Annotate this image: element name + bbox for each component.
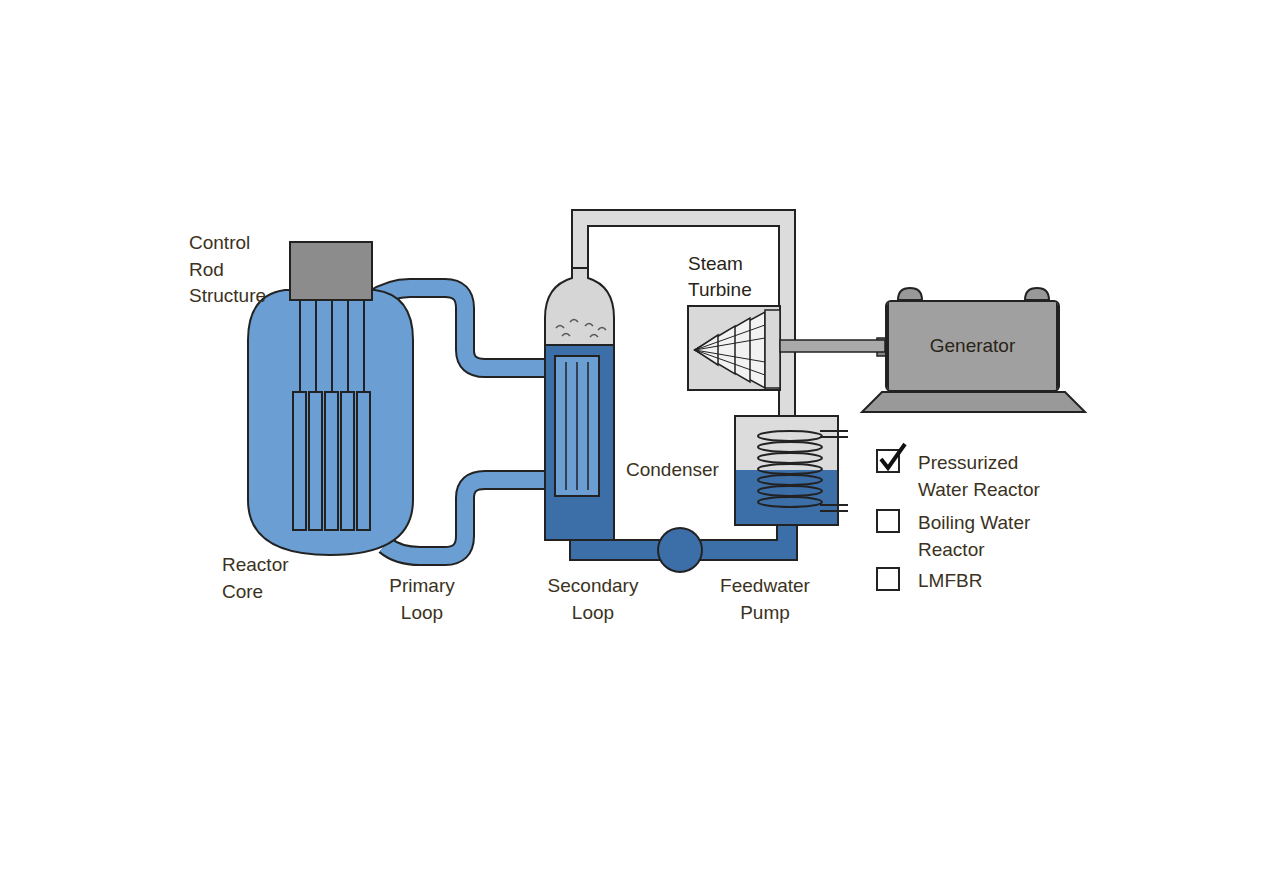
drive-shaft (780, 340, 885, 352)
generator-box: Generator (885, 300, 1060, 392)
loop-label: Secondary Loop (535, 573, 651, 626)
option-label: Pressurized Water Reactor (918, 450, 1053, 503)
generator-name: Generator (930, 333, 1016, 360)
turbine-box: Steam Turbine (688, 306, 780, 390)
part-label: Condenser (626, 457, 719, 484)
part-label: Reactor Core (222, 552, 307, 605)
part-label: Control Rod Structure (189, 230, 284, 310)
part-label: Feedwater Pump (700, 573, 830, 626)
option-label: LMFBR (918, 568, 982, 595)
turbine-heading: Steam Turbine (688, 251, 778, 304)
option-label: Boiling Water Reactor (918, 510, 1053, 563)
loop-label: Primary Loop (372, 573, 472, 626)
